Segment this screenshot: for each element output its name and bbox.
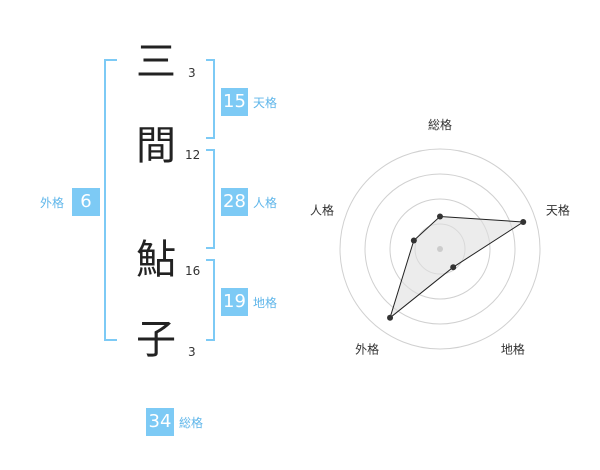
gai-value-badge: 6 bbox=[72, 188, 100, 216]
radar-axis-label-5: 人格 bbox=[310, 203, 334, 218]
radar-ring-3 bbox=[364, 173, 516, 325]
sou-value-badge: 34 bbox=[146, 408, 174, 436]
chi-bracket bbox=[206, 259, 215, 341]
name-char-4: 子 bbox=[136, 317, 176, 363]
name-char-2: 間 bbox=[136, 123, 176, 169]
chi-label: 地格 bbox=[253, 296, 278, 310]
radar-polygon bbox=[389, 215, 525, 320]
stroke-count-1: 3 bbox=[188, 66, 196, 80]
radar-axis-label-4: 外格 bbox=[355, 341, 379, 356]
radar-point-3 bbox=[450, 264, 457, 271]
radar-point-4 bbox=[387, 314, 394, 321]
sou-label: 総格 bbox=[179, 416, 204, 430]
ten-label: 天格 bbox=[253, 96, 278, 110]
radar-center-dot bbox=[437, 246, 443, 252]
chi-value-badge: 19 bbox=[221, 288, 248, 316]
radar-point-5 bbox=[410, 237, 417, 244]
ten-value-badge: 15 bbox=[221, 88, 248, 116]
radar-point-2 bbox=[520, 218, 527, 225]
stroke-count-3: 16 bbox=[185, 264, 201, 278]
radar-axis-label-3: 地格 bbox=[501, 341, 525, 356]
name-char-3: 鮎 bbox=[136, 237, 176, 283]
radar-points bbox=[387, 213, 527, 321]
radar-ring-4 bbox=[339, 148, 541, 350]
radar-point-1 bbox=[437, 213, 443, 220]
radar-axis-label-2: 天格 bbox=[546, 203, 570, 218]
stroke-count-2: 12 bbox=[185, 148, 201, 162]
jin-value-badge: 28 bbox=[221, 188, 248, 216]
gai-label: 外格 bbox=[40, 196, 65, 210]
stroke-count-4: 3 bbox=[188, 345, 196, 359]
ten-bracket bbox=[206, 59, 215, 139]
radar-axis-label-1: 総格 bbox=[428, 117, 452, 132]
radar-ring-2 bbox=[389, 198, 491, 300]
jin-label: 人格 bbox=[253, 196, 278, 210]
outer-bracket bbox=[104, 59, 117, 341]
jin-bracket bbox=[206, 149, 215, 249]
name-char-1: 三 bbox=[136, 39, 176, 85]
